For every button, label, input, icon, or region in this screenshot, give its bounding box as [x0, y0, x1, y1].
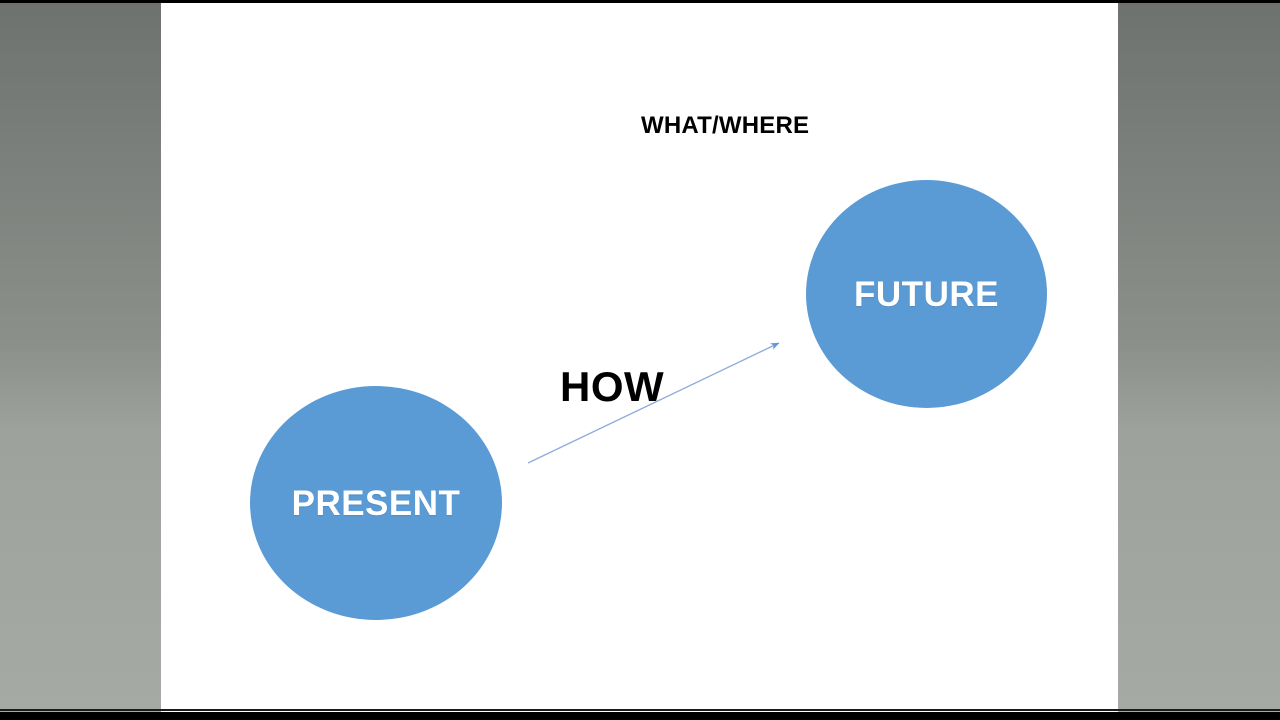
letterbox-divider-bottom — [0, 709, 1280, 711]
node-present[interactable]: PRESENT — [250, 386, 502, 620]
label-what-where: WHAT/WHERE — [641, 112, 810, 139]
slide-canvas: WHAT/WHERE HOW PRESENT FUTURE — [161, 3, 1118, 712]
node-present-label: PRESENT — [291, 483, 461, 523]
label-how: HOW — [560, 363, 665, 410]
node-future[interactable]: FUTURE — [806, 180, 1047, 408]
letterbox-bar-top — [0, 0, 1280, 3]
letterbox-bar-bottom — [0, 712, 1280, 720]
node-future-label: FUTURE — [854, 274, 999, 314]
